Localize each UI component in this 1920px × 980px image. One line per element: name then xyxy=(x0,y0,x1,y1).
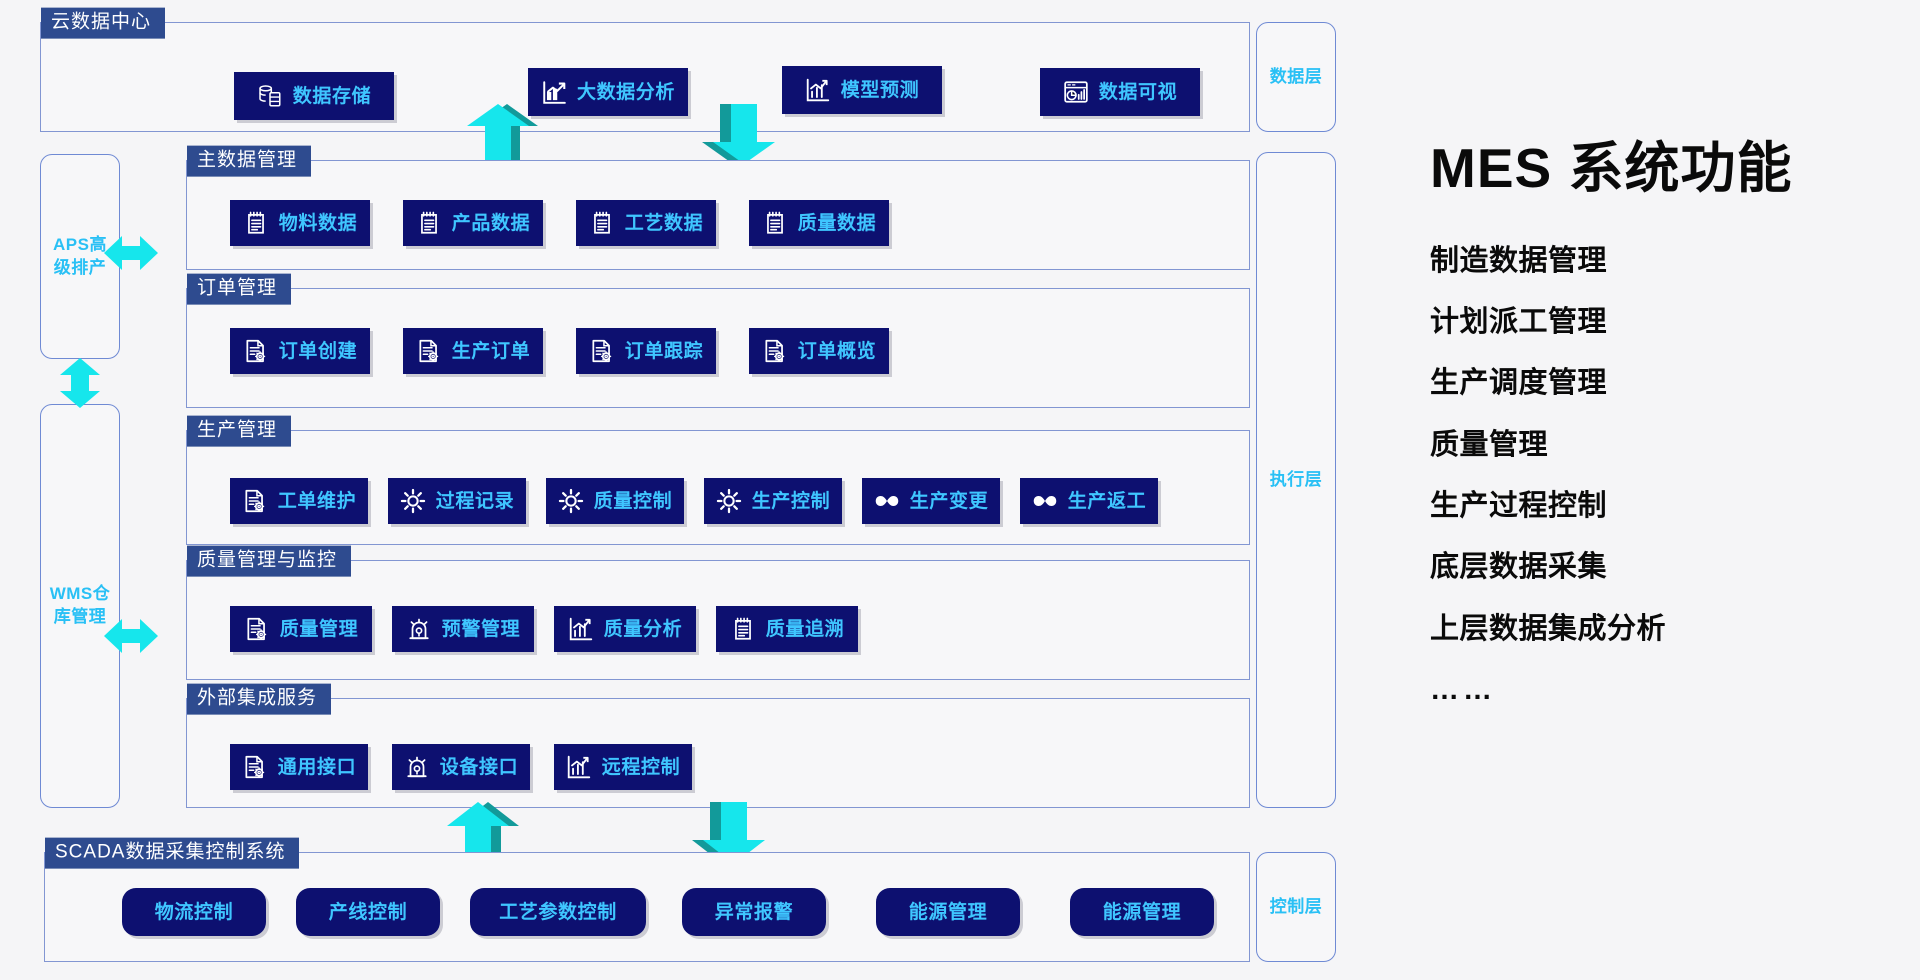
trend-chart-icon xyxy=(541,79,567,105)
chip-order-tracking[interactable]: 订单跟踪 xyxy=(576,328,716,374)
chip-production-control[interactable]: 生产控制 xyxy=(704,478,842,524)
arrow-aps-wms-vertical xyxy=(56,358,104,408)
info-panel: MES 系统功能 制造数据管理 计划派工管理 生产调度管理 质量管理 生产过程控… xyxy=(1430,138,1900,735)
chip-line-control[interactable]: 产线控制 xyxy=(296,888,440,936)
gear-icon xyxy=(400,488,426,514)
doc-gear-icon xyxy=(242,754,268,780)
feature-item-ellipsis: …… xyxy=(1430,673,1496,706)
chip-general-interface[interactable]: 通用接口 xyxy=(230,744,368,790)
feature-item-2: 生产调度管理 xyxy=(1430,367,1608,400)
chip-production-rework[interactable]: 生产返工 xyxy=(1020,478,1158,524)
bar-trend-icon xyxy=(566,754,592,780)
chip-device-interface[interactable]: 设备接口 xyxy=(392,744,530,790)
bar-trend-icon xyxy=(805,77,831,103)
section-title-master-data: 主数据管理 xyxy=(187,145,312,177)
chip-order-overview[interactable]: 订单概览 xyxy=(749,328,889,374)
clipboard-icon xyxy=(730,616,756,642)
doc-gear-icon xyxy=(244,616,270,642)
chip-order-create[interactable]: 订单创建 xyxy=(230,328,370,374)
section-title-production: 生产管理 xyxy=(187,415,292,447)
layer-box-execution: 执行层 xyxy=(1256,152,1336,808)
chip-big-data-analysis[interactable]: 大数据分析 xyxy=(528,68,688,116)
chip-remote-control[interactable]: 远程控制 xyxy=(554,744,692,790)
chip-energy-management-2[interactable]: 能源管理 xyxy=(1070,888,1214,936)
layer-label-execution: 执行层 xyxy=(1269,469,1323,489)
doc-gear-icon xyxy=(589,338,615,364)
arrow-wms-to-modules xyxy=(104,615,158,657)
section-title-scada: SCADA数据采集控制系统 xyxy=(45,837,300,869)
doc-gear-icon xyxy=(416,338,442,364)
section-title-order: 订单管理 xyxy=(187,273,292,305)
arrow-aps-to-modules xyxy=(104,232,158,274)
wms-label-line1: WMS仓 xyxy=(49,584,111,604)
doc-gear-icon xyxy=(243,338,269,364)
clipboard-icon xyxy=(243,210,269,236)
wms-label-line2: 库管理 xyxy=(53,607,107,626)
gear-icon xyxy=(716,488,742,514)
feature-item-3: 质量管理 xyxy=(1430,428,1549,461)
infinity-icon xyxy=(874,488,900,514)
chip-logistics-control[interactable]: 物流控制 xyxy=(122,888,266,936)
layer-label-control: 控制层 xyxy=(1269,896,1323,916)
database-icon xyxy=(257,83,283,109)
clipboard-icon xyxy=(416,210,442,236)
chip-alarm-management[interactable]: 预警管理 xyxy=(392,606,534,652)
chip-quality-traceability[interactable]: 质量追溯 xyxy=(716,606,858,652)
dashboard-icon xyxy=(1063,79,1089,105)
chip-quality-analysis[interactable]: 质量分析 xyxy=(554,606,696,652)
page-title: MES 系统功能 xyxy=(1430,137,1793,199)
chip-quality-control[interactable]: 质量控制 xyxy=(546,478,684,524)
chip-product-data[interactable]: 产品数据 xyxy=(403,200,543,246)
layer-label-data: 数据层 xyxy=(1269,66,1323,86)
chip-production-change[interactable]: 生产变更 xyxy=(862,478,1000,524)
chip-quality-management[interactable]: 质量管理 xyxy=(230,606,372,652)
section-title-cloud: 云数据中心 xyxy=(41,7,166,39)
infinity-icon xyxy=(1032,488,1058,514)
chip-abnormal-alarm[interactable]: 异常报警 xyxy=(682,888,826,936)
doc-gear-icon xyxy=(242,488,268,514)
chip-model-prediction[interactable]: 模型预测 xyxy=(782,66,942,114)
system-box-wms[interactable]: WMS仓 库管理 xyxy=(40,404,120,808)
chip-production-order[interactable]: 生产订单 xyxy=(403,328,543,374)
arrow-up-to-mes xyxy=(435,802,521,864)
chip-energy-management-1[interactable]: 能源管理 xyxy=(876,888,1020,936)
chip-data-storage[interactable]: 数据存储 xyxy=(234,72,394,120)
chip-data-visualization[interactable]: 数据可视 xyxy=(1040,68,1200,116)
feature-item-5: 底层数据采集 xyxy=(1430,551,1608,584)
chip-process-data[interactable]: 工艺数据 xyxy=(576,200,716,246)
aps-label-line2: 级排产 xyxy=(53,257,107,277)
feature-item-1: 计划派工管理 xyxy=(1430,305,1608,338)
arrow-down-to-scada xyxy=(680,802,766,864)
arrow-up-to-cloud xyxy=(455,104,541,164)
layer-box-control: 控制层 xyxy=(1256,852,1336,962)
doc-gear-icon xyxy=(762,338,788,364)
clipboard-icon xyxy=(762,210,788,236)
clipboard-icon xyxy=(589,210,615,236)
arrow-down-from-cloud xyxy=(690,104,776,164)
gear-icon xyxy=(558,488,584,514)
chip-quality-data[interactable]: 质量数据 xyxy=(749,200,889,246)
layer-box-data: 数据层 xyxy=(1256,22,1336,132)
feature-item-6: 上层数据集成分析 xyxy=(1430,612,1667,645)
feature-item-0: 制造数据管理 xyxy=(1430,244,1608,277)
chip-material-data[interactable]: 物料数据 xyxy=(230,200,370,246)
chip-process-parameter-control[interactable]: 工艺参数控制 xyxy=(470,888,646,936)
chip-process-record[interactable]: 过程记录 xyxy=(388,478,526,524)
section-title-external: 外部集成服务 xyxy=(187,683,332,715)
feature-item-4: 生产过程控制 xyxy=(1430,489,1608,522)
bar-trend-icon xyxy=(568,616,594,642)
aps-label-line1: APS高 xyxy=(53,234,107,254)
alarm-icon xyxy=(404,754,430,780)
section-title-quality: 质量管理与监控 xyxy=(187,545,352,577)
chip-work-order-maintenance[interactable]: 工单维护 xyxy=(230,478,368,524)
alarm-icon xyxy=(406,616,432,642)
